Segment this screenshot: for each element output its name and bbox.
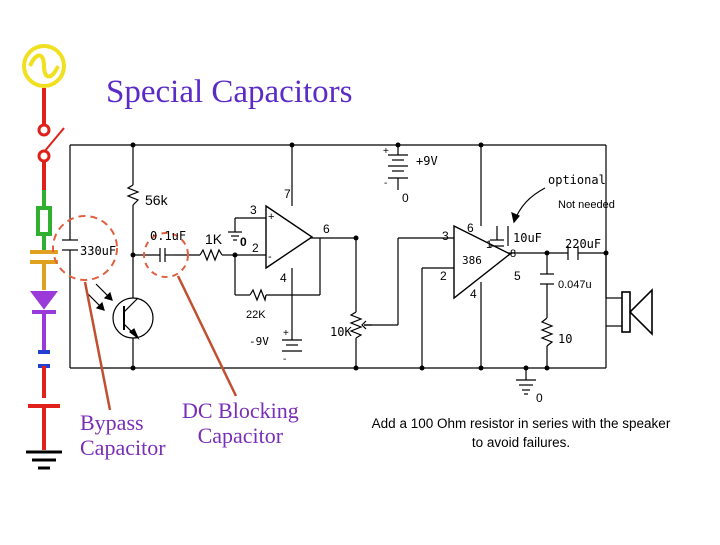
label-neg9v-plus: +: [283, 328, 289, 339]
label-pos9v-minus: -: [384, 178, 387, 189]
label-opamp-pin7: 7: [284, 187, 291, 201]
component-labels: 56k 330uF 0.1uF 1K 7 3 2 6 4 0 + - 22K 1…: [80, 146, 615, 405]
label-neg9v-minus: -: [283, 354, 286, 365]
label-386-pin1: 1: [486, 239, 492, 251]
dc-blocking-highlight-circle: [143, 232, 189, 278]
label-supply-zero: 0: [402, 191, 409, 205]
dc-blocking-caption-line1: DC Blocking: [182, 398, 299, 423]
page-title: Special Capacitors: [106, 74, 353, 110]
label-220uf: 220uF: [565, 237, 601, 251]
resistor-icon: [36, 190, 52, 250]
label-56k: 56k: [145, 192, 169, 208]
highlights: [52, 215, 238, 411]
resistor-22k-symbol: [249, 288, 267, 303]
label-opamp-pin4: 4: [280, 271, 287, 285]
label-opamp-plus: +: [268, 211, 274, 223]
ground-symbol-top: [228, 231, 242, 241]
wires: [69, 144, 622, 380]
dc-blocking-caption: DC Blocking Capacitor: [182, 398, 299, 448]
label-10-ohm: 10: [558, 332, 572, 346]
opamp-symbol: [265, 204, 314, 270]
label-386-pin4: 4: [470, 287, 477, 301]
ground-symbol-bottom: [516, 379, 536, 395]
speaker-note: Add a 100 Ohm resistor in series with th…: [371, 416, 671, 450]
label-0.1uf: 0.1uF: [150, 229, 186, 243]
label-386-pin5: 5: [514, 269, 521, 283]
resistor-1k-symbol: [199, 248, 223, 262]
label-ground-zero: 0: [536, 391, 543, 405]
label-pos9v-plus: +: [383, 146, 389, 157]
label-22k: 22K: [246, 309, 266, 321]
label-opamp-pin3: 3: [250, 203, 257, 217]
label-opamp-pin2: 2: [252, 241, 259, 255]
transistor-icon: [112, 297, 154, 340]
label-opamp-minus: -: [268, 251, 272, 263]
bypass-caption: Bypass Capacitor: [80, 410, 166, 460]
label-pos-9v: +9V: [416, 154, 438, 168]
ac-source-icon: [22, 44, 66, 88]
label-10k: 10K: [330, 325, 352, 339]
bypass-caption-line1: Bypass: [80, 410, 144, 435]
battery-neg-9v-symbol: [282, 339, 302, 352]
battery-icon: [28, 350, 60, 408]
label-10uf: 10uF: [513, 231, 542, 245]
label-386-name: 386: [462, 254, 482, 267]
battery-9v-symbol: [388, 154, 408, 179]
bypass-highlight-circle: [52, 215, 118, 281]
label-386-pin6: 6: [467, 221, 474, 235]
components: [62, 154, 653, 395]
ground-icon: [26, 406, 62, 470]
bypass-arrow: [83, 281, 112, 411]
potentiometer-10k-symbol: [349, 311, 363, 339]
label-neg-9v: -9V: [249, 335, 269, 348]
label-opamp-node0: 0: [240, 235, 247, 249]
bypass-caption-line2: Capacitor: [80, 435, 166, 460]
dc-blocking-caption-line2: Capacitor: [197, 423, 284, 448]
label-not-needed: Not needed: [558, 199, 615, 211]
resistor-56k-symbol: [126, 184, 140, 206]
label-386-pin3: 3: [442, 229, 449, 243]
label-optional: optional: [548, 173, 606, 187]
speaker-icon: [621, 288, 653, 336]
amp-386-symbol: [453, 224, 512, 300]
label-386-pin2: 2: [440, 269, 447, 283]
resistor-10-symbol: [540, 317, 554, 347]
label-0.047u: 0.047u: [558, 279, 592, 291]
label-opamp-pin6: 6: [323, 222, 330, 236]
label-1k: 1K: [205, 231, 223, 247]
switch-icon: [37, 123, 65, 163]
dc-blocking-arrow: [176, 275, 238, 397]
junction-dots: [130, 142, 609, 371]
sidebar-symbol-strip: [22, 44, 66, 470]
label-386-pin8: 8: [510, 248, 516, 260]
label-330uf: 330uF: [80, 244, 116, 258]
diode-icon: [30, 291, 58, 350]
